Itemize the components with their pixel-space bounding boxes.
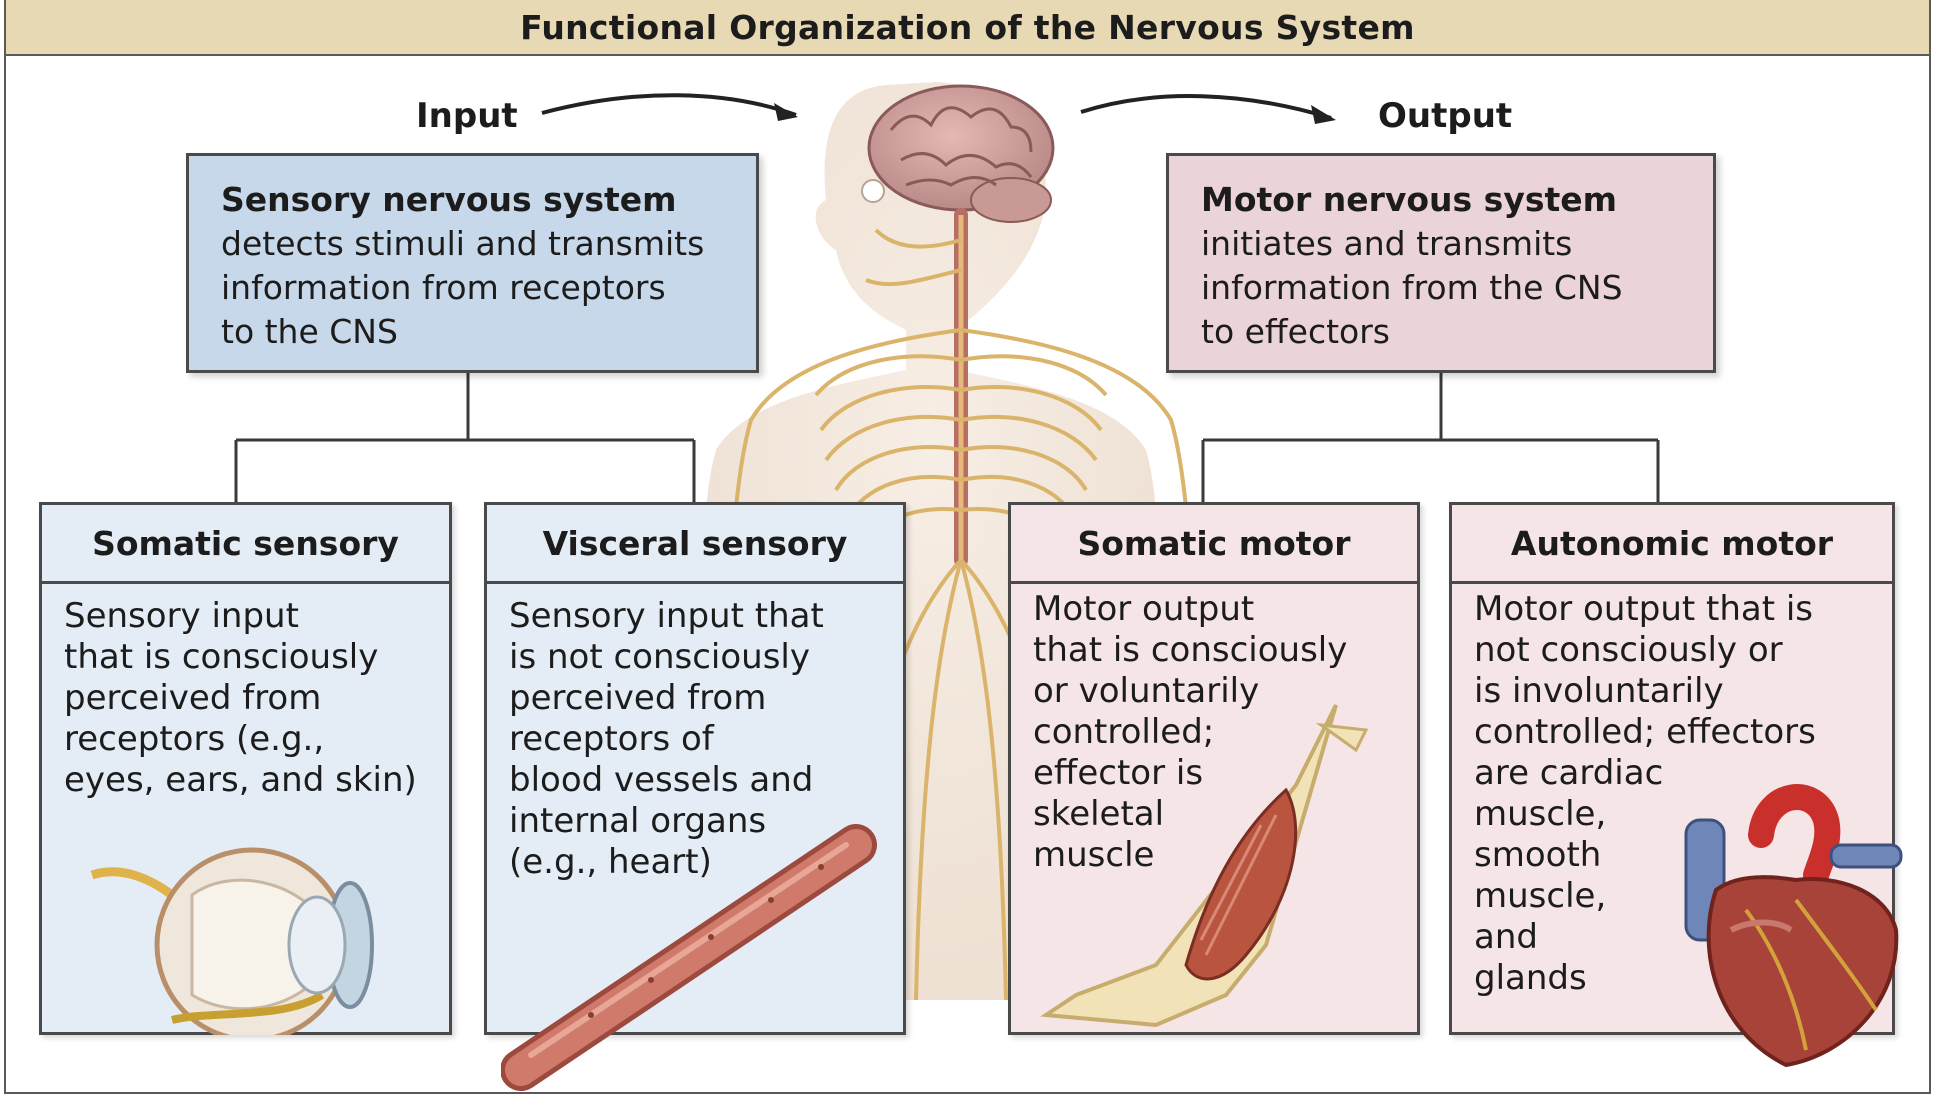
- somatic-motor-line: Motor output: [1033, 589, 1255, 629]
- visceral-sensory-line: receptors of: [509, 719, 714, 759]
- visceral-sensory-line: internal organs: [509, 801, 767, 841]
- autonomic-motor-line: controlled; effectors: [1474, 712, 1816, 752]
- title-banner: Functional Organization of the Nervous S…: [6, 0, 1929, 56]
- eye-illustration: [90, 847, 374, 1035]
- output-arrow: [1080, 94, 1332, 120]
- visceral-sensory-line: perceived from: [509, 678, 767, 718]
- autonomic-motor-line: is involuntarily: [1474, 671, 1724, 711]
- autonomic-motor-line: muscle,: [1474, 876, 1607, 916]
- somatic-sensory-line: perceived from: [64, 678, 322, 718]
- somatic-motor-line: muscle: [1033, 835, 1155, 875]
- somatic-motor-line: that is consciously: [1033, 630, 1348, 670]
- autonomic-motor-line: not consciously or: [1474, 630, 1783, 670]
- somatic-sensory-title: Somatic sensory: [42, 505, 449, 584]
- somatic-motor-line: controlled;: [1033, 712, 1215, 752]
- motor-line: to effectors: [1201, 312, 1390, 351]
- visceral-sensory-line: blood vessels and: [509, 760, 814, 800]
- input-label: Input: [416, 96, 518, 136]
- hierarchy-connectors: [234, 93, 1660, 502]
- autonomic-motor-line: smooth: [1474, 835, 1602, 875]
- output-label: Output: [1378, 96, 1513, 136]
- input-arrow: [541, 93, 797, 117]
- autonomic-motor-line: are cardiac: [1474, 753, 1664, 793]
- autonomic-motor-line: muscle,: [1474, 794, 1607, 834]
- diagram-title: Functional Organization of the Nervous S…: [520, 7, 1415, 47]
- sensory-nervous-system-box: Sensory nervous system detects stimuli a…: [186, 153, 759, 373]
- visceral-sensory-title: Visceral sensory: [487, 505, 903, 584]
- autonomic-motor-title: Autonomic motor: [1452, 505, 1892, 584]
- somatic-motor-line: effector is: [1033, 753, 1204, 793]
- somatic-sensory-line: Sensory input: [64, 596, 299, 636]
- heart-illustration: [1684, 784, 1903, 1068]
- somatic-motor-line: or voluntarily: [1033, 671, 1260, 711]
- somatic-sensory-box: Somatic sensory Sensory input that is co…: [39, 502, 452, 1035]
- autonomic-motor-box: Autonomic motor Motor output that is not…: [1449, 502, 1895, 1035]
- sensory-line: detects stimuli and transmits: [221, 224, 705, 263]
- autonomic-motor-line: glands: [1474, 958, 1587, 998]
- sensory-line: information from receptors: [221, 268, 666, 307]
- visceral-sensory-line: (e.g., heart): [509, 842, 712, 882]
- arm-muscle-illustration: [1040, 704, 1369, 1028]
- somatic-motor-line: skeletal: [1033, 794, 1165, 834]
- motor-line: information from the CNS: [1201, 268, 1623, 307]
- somatic-sensory-line: eyes, ears, and skin): [64, 760, 417, 800]
- blood-vessel-illustration: [501, 824, 877, 1091]
- somatic-sensory-line: that is consciously: [64, 637, 379, 677]
- somatic-sensory-line: receptors (e.g.,: [64, 719, 325, 759]
- motor-title: Motor nervous system: [1201, 180, 1618, 219]
- sensory-line: to the CNS: [221, 312, 398, 351]
- visceral-sensory-line: Sensory input that: [509, 596, 824, 636]
- autonomic-motor-line: and: [1474, 917, 1538, 957]
- sensory-title: Sensory nervous system: [221, 180, 677, 219]
- motor-nervous-system-box: Motor nervous system initiates and trans…: [1166, 153, 1716, 373]
- diagram-frame: Functional Organization of the Nervous S…: [4, 0, 1931, 1094]
- motor-line: initiates and transmits: [1201, 224, 1573, 263]
- autonomic-motor-line: Motor output that is: [1474, 589, 1814, 629]
- visceral-sensory-line: is not consciously: [509, 637, 810, 677]
- somatic-motor-title: Somatic motor: [1011, 505, 1417, 584]
